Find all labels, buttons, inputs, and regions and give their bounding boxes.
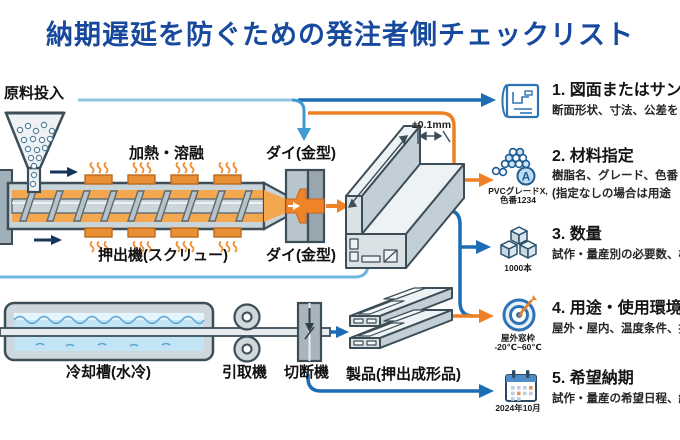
label-product: 製品(押出成形品) — [346, 366, 461, 383]
label-cutter: 切断機 — [284, 364, 330, 381]
checklist-item-5-subtext: 試作・量産の希望日程、納 — [552, 393, 680, 405]
barrel-cone — [262, 181, 290, 231]
label-tolerance: ±0.1mm — [412, 119, 452, 131]
dimension-arrows — [347, 128, 451, 208]
label-die-bottom: ダイ(金型) — [266, 247, 336, 264]
delivery-calendar-icon — [505, 370, 537, 402]
die-block — [284, 168, 326, 244]
material-grade-letter: A — [522, 170, 531, 184]
connector-to-item1-arrow — [298, 93, 496, 107]
blueprint-icon — [501, 83, 540, 119]
connector-to-die-arrow — [291, 98, 311, 141]
cutter-block — [296, 301, 323, 363]
usage-target-icon — [502, 295, 537, 332]
label-heating: 加熱・溶融 — [129, 145, 205, 162]
checklist-item-4-caption-1: 屋外窓枠 — [500, 333, 535, 343]
checklist-item-4-caption-2: -20℃~60℃ — [494, 342, 542, 352]
cutter-to-product-arrow — [329, 326, 349, 338]
die-exit-arrow — [326, 199, 349, 213]
checklist-item-4-title: 4. 用途・使用環境 — [552, 300, 680, 317]
checklist-item-2-title: 2. 材料指定 — [552, 148, 634, 165]
label-cooling-tank: 冷却槽(水冷) — [66, 364, 151, 381]
puller-rollers — [233, 303, 261, 363]
extruder-screw — [11, 190, 267, 222]
checklist-item-1-subtext: 断面形状、寸法、公差を — [552, 105, 679, 117]
heater-bands — [84, 174, 242, 238]
product-stack-3d — [349, 287, 453, 349]
checklist-item-3-caption: 1000本 — [504, 263, 532, 273]
checklist-item-4-subtext: 屋外・屋内、温度条件、接 — [552, 323, 680, 335]
extrudate-rod — [0, 327, 331, 337]
checklist-item-3-title: 3. 数量 — [552, 226, 602, 243]
label-extruder: 押出機(スクリュー) — [98, 247, 228, 264]
checklist-item-2-caption-1: PVCグレードX, — [488, 186, 548, 196]
checklist-item-2-caption-2: 色番1234 — [500, 195, 536, 205]
quantity-boxes-icon — [500, 226, 537, 259]
feed-direction-arrows — [34, 167, 78, 245]
connector-to-item4-arrow — [450, 309, 494, 323]
checklist-item-5-caption: 2024年10月 — [495, 403, 541, 413]
connector-to-item5-arrow — [306, 374, 494, 398]
material-pellets-icon: A — [491, 147, 536, 186]
hopper-funnel — [4, 111, 66, 194]
label-raw-material: 原料投入 — [4, 85, 65, 102]
heat-waves-icon — [89, 161, 238, 253]
checklist-item-2-subtext-1: 樹脂名、グレード、色番 — [552, 170, 679, 182]
checklist-item-1-title: 1. 図面またはサン — [552, 82, 680, 99]
checklist-item-5-title: 5. 希望納期 — [552, 370, 634, 387]
checklist-item-2-subtext-2: (指定なしの場合は用途 — [552, 188, 671, 200]
checklist-item-3-subtext: 試作・量産別の必要数、梱 — [552, 249, 680, 261]
resin-pellets — [16, 121, 56, 188]
label-puller: 引取機 — [222, 364, 268, 381]
extruded-profile-3d — [345, 125, 465, 269]
label-die-top: ダイ(金型) — [266, 145, 336, 162]
page-title: 納期遅延を防ぐための発注者側チェックリスト — [46, 20, 634, 50]
